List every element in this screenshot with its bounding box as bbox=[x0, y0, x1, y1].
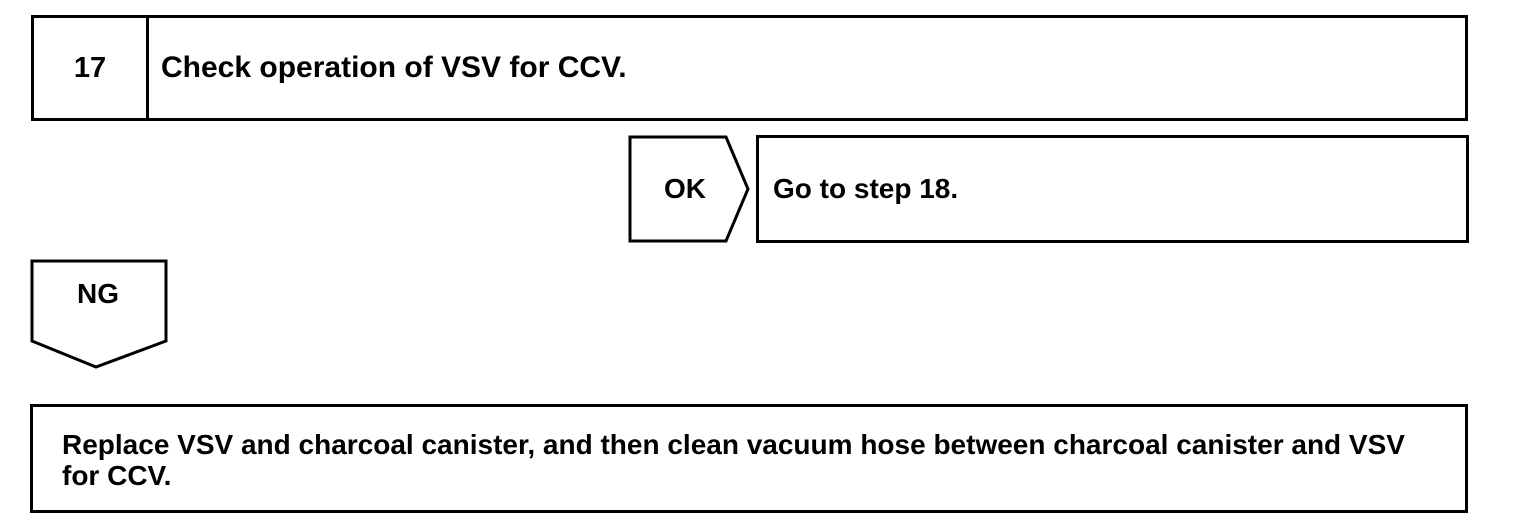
ng-action-text: Replace VSV and charcoal canister, and t… bbox=[62, 429, 1405, 491]
ng-label: NG bbox=[77, 278, 119, 309]
ng-arrow-icon bbox=[30, 259, 168, 369]
step-number: 17 bbox=[34, 18, 149, 118]
ng-action-box: Replace VSV and charcoal canister, and t… bbox=[30, 404, 1468, 513]
ok-result-box: Go to step 18. bbox=[756, 135, 1469, 243]
ok-arrow-icon bbox=[628, 135, 750, 243]
step-title: Check operation of VSV for CCV. bbox=[161, 51, 627, 84]
ok-label: OK bbox=[664, 173, 706, 204]
step-box: 17 Check operation of VSV for CCV. bbox=[31, 15, 1468, 121]
ok-result-text: Go to step 18. bbox=[773, 173, 959, 204]
